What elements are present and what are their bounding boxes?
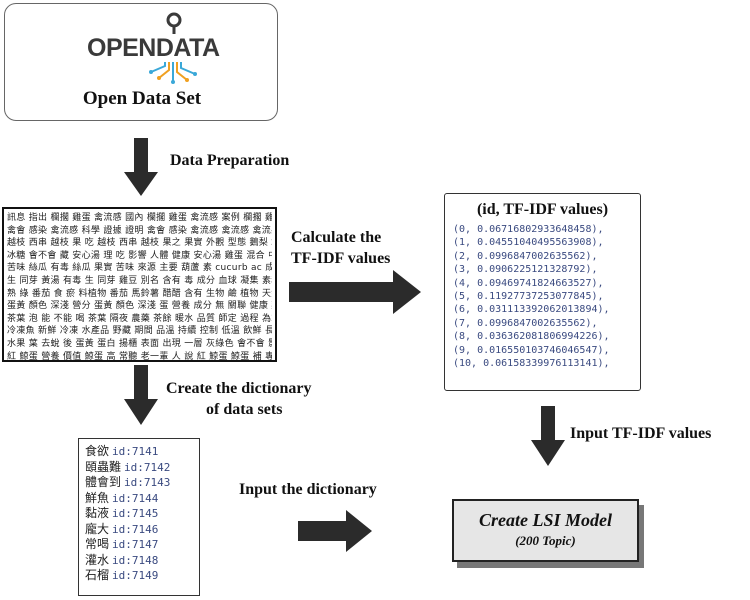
tfidf-row: (4, 0.09469741824663527), [453, 277, 604, 289]
dictionary-word: 體會到 [85, 475, 122, 489]
dictionary-id: id:7147 [112, 538, 159, 551]
dictionary-id: id:7141 [112, 445, 159, 458]
text-matrix-row: 茶葉 泡 能 不能 喝 茶葉 隔夜 農藥 茶餘 暖水 品質 師定 過程 為求 保 [7, 313, 272, 324]
tfidf-values-box: (id, TF-IDF values) (0, 0.06716802933648… [444, 193, 641, 391]
text-matrix-row: 禽會 感染 禽流感 科學 證據 證明 禽會 感染 禽流感 禽流感 禽流感 [7, 225, 272, 236]
dictionary-word: 常喝 [85, 537, 110, 551]
arrow-right-calculate-tfidf [289, 270, 423, 314]
open-data-logo: OPENDATA [87, 10, 220, 90]
text-matrix-row: 紅 鯨蛋 營養 價值 鯨蛋 高 常聽 老一輩 人 說 紅 鯨蛋 鯨蛋 補 專實 [7, 351, 272, 362]
text-matrix-row: 訊息 指出 欄擱 雞蛋 禽流感 國內 欄擱 雞蛋 禽流感 案例 欄擱 雞蛋 [7, 213, 272, 223]
dictionary-id: id:7149 [112, 569, 159, 582]
dictionary-word: 龐大 [85, 521, 110, 536]
text-matrix-row: 苦味 絲瓜 有毒 絲瓜 果實 苦味 來源 主要 葫蘆 素 cucurb ac 成… [7, 263, 272, 274]
tfidf-row: (1, 0.04551040495563908), [453, 237, 604, 249]
dictionary-word: 鮮魚 [85, 490, 110, 505]
open-data-logo-graphic [149, 12, 197, 84]
text-matrix-row: 蛋黃 顏色 深淺 營分 蛋黃 顏色 深淺 蛋 營養 成分 無 關聯 健康 雞蛋 [7, 301, 272, 312]
open-data-set-box: OPENDATA Open Data Set [4, 3, 278, 121]
create-dictionary-label: Create the dictionary of data sets [166, 378, 366, 420]
lsi-model-subtitle: (200 Topic) [515, 533, 576, 548]
dictionary-id: id:7148 [112, 553, 159, 567]
tfidf-row: (8, 0.036362081806994226), [453, 331, 610, 343]
dictionary-word: 灌水 [85, 552, 110, 567]
text-matrix-row: 生 同芽 黃湯 有毒 生 同芽 雞豆 別名 含有 毒 成分 血球 凝集 素和 [7, 275, 272, 286]
dictionary-id: id:7143 [124, 476, 171, 489]
dictionary-id: id:7146 [112, 522, 159, 536]
calculate-tfidf-line1: Calculate the [291, 229, 382, 246]
text-matrix-row: 熟 綠 番茄 食 瘀 料植物 番茄 馬鈴薯 醋醋 含有 生物 鹼 植物 天然 [7, 288, 272, 299]
tfidf-row: (5, 0.11927737253077845), [453, 291, 604, 303]
tfidf-row: (10, 0.06158339976113141), [453, 358, 610, 370]
dictionary-row: 體會到 id:7143 [85, 475, 193, 491]
dictionary-word: 石榴 [85, 568, 110, 582]
open-data-set-label: Open Data Set [82, 88, 202, 109]
dictionary-word: 食欲 [85, 444, 110, 458]
dictionary-row: 龐大 id:7146 [85, 522, 193, 538]
tfidf-row: (7, 0.0996847002635562), [453, 317, 598, 329]
text-matrix-row: 越枝 西串 越枝 果 吃 越枝 西串 越枝 果之 果實 外觀 型態 鵝梨 均質 [7, 238, 272, 249]
data-preparation-label: Data Preparation [170, 152, 290, 169]
tfidf-row: (9, 0.016550103746046547), [453, 344, 610, 356]
dictionary-row: 食欲 id:7141 [85, 444, 193, 460]
text-matrix-row: 水果 葉 去蛻 後 蛋黃 蛋白 揚櫃 表面 出現 一層 灰綠色 會不會 影響 [7, 338, 272, 349]
dictionary-row: 常喝 id:7147 [85, 537, 193, 553]
tfidf-values-title: (id, TF-IDF values) [476, 201, 609, 218]
dictionary-row: 頤蟲難 id:7142 [85, 460, 193, 476]
calculate-tfidf-label: Calculate the TF-IDF values [291, 227, 431, 269]
dictionary-row: 鮮魚 id:7144 [85, 491, 193, 507]
dictionary-id: id:7144 [112, 491, 159, 505]
tfidf-row: (2, 0.0996847002635562), [453, 250, 598, 262]
dictionary-id: id:7145 [112, 507, 159, 520]
create-dictionary-line1: Create the dictionary [166, 380, 312, 397]
tfidf-row: (6, 0.031113392062013894), [453, 304, 610, 316]
calculate-tfidf-line2: TF-IDF values [291, 250, 391, 267]
create-dictionary-line2: of data sets [206, 401, 283, 418]
input-dictionary-label: Input the dictionary [239, 481, 377, 498]
dictionary-row: 灌水 id:7148 [85, 553, 193, 569]
arrow-down-data-preparation [124, 138, 158, 198]
text-matrix-box: 訊息 指出 欄擱 雞蛋 禽流感 國內 欄擱 雞蛋 禽流感 案例 欄擱 雞蛋 禽會… [2, 207, 277, 362]
text-matrix-row: 冷凍魚 新鮮 冷凍 水產品 野藏 期間 品溫 持續 控制 低溫 飲鮮 長久 [7, 326, 272, 337]
logo-text-open: OPEN [87, 34, 156, 62]
dictionary-word: 黏液 [85, 506, 110, 520]
logo-text-data: DATA [155, 34, 220, 62]
dictionary-word: 頤蟲難 [85, 459, 122, 474]
arrow-right-input-dictionary [298, 510, 374, 552]
open-data-logo-text: OPENDATA [87, 34, 220, 63]
dictionary-id: id:7142 [124, 460, 171, 474]
tfidf-row: (0, 0.06716802933648458), [453, 224, 604, 235]
lsi-model-title: Create LSI Model [479, 510, 612, 530]
dictionary-box: 食欲 id:7141 頤蟲難 id:7142 體會到 id:7143 鮮魚 id… [78, 438, 200, 596]
input-tfidf-label: Input TF-IDF values [570, 425, 712, 442]
text-matrix-row: 冰糖 會不會 藏 安心湯 理 吃 影響 人體 健康 安心湯 雞蛋 混合 中空 [7, 250, 272, 261]
dictionary-row: 黏液 id:7145 [85, 506, 193, 522]
dictionary-row: 石榴 id:7149 [85, 568, 193, 584]
arrow-down-create-dictionary [124, 365, 158, 427]
tfidf-row: (3, 0.0906225121328792), [453, 264, 598, 276]
arrow-down-input-tfidf [531, 406, 565, 468]
lsi-model-box: Create LSI Model (200 Topic) [452, 499, 639, 562]
